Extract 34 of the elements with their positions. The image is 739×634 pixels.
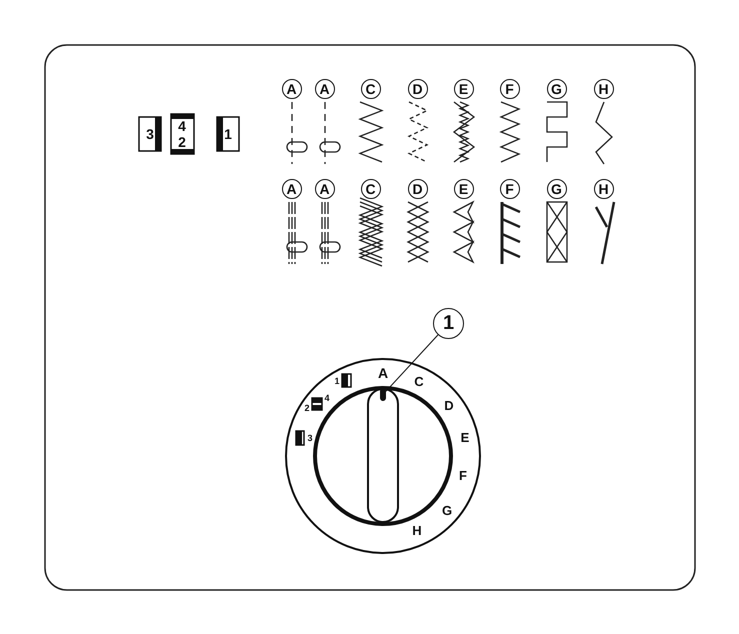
circled-letter: A: [314, 79, 334, 99]
circled-letter: E: [454, 179, 474, 199]
circled-letter: D: [408, 79, 428, 99]
circled-letter: F: [500, 79, 520, 99]
selector-label: E: [460, 431, 470, 444]
selector-label: A: [376, 366, 390, 380]
leader-line: [386, 334, 438, 392]
selector-label: 4: [177, 119, 187, 133]
circled-letter: C: [360, 79, 380, 99]
circled-letter: A: [282, 79, 302, 99]
circled-letter: G: [546, 79, 566, 99]
selector-label: C: [413, 375, 425, 388]
callout-number: 1: [433, 308, 464, 339]
circled-letter: C: [360, 179, 380, 199]
selector-label: G: [440, 504, 454, 517]
dial-number: 2: [303, 404, 310, 413]
dial-number: 3: [306, 434, 314, 443]
selector-label: D: [443, 399, 455, 412]
circled-letter: G: [546, 179, 566, 199]
dial-number: 4: [323, 394, 330, 403]
selector-label: F: [458, 469, 468, 482]
circled-letter: D: [408, 179, 428, 199]
circled-letter: H: [594, 79, 614, 99]
circled-letter: E: [454, 79, 474, 99]
selector-label: 2: [177, 135, 187, 149]
circled-letter: A: [314, 179, 334, 199]
selector-label: 1: [223, 127, 233, 141]
dial-number: 1: [333, 377, 340, 386]
selector-label: 3: [145, 127, 155, 141]
circled-letter: A: [282, 179, 302, 199]
pointer-mark: [380, 388, 386, 401]
circled-letter: F: [500, 179, 520, 199]
circled-letter: H: [594, 179, 614, 199]
selector-label: H: [411, 524, 423, 537]
